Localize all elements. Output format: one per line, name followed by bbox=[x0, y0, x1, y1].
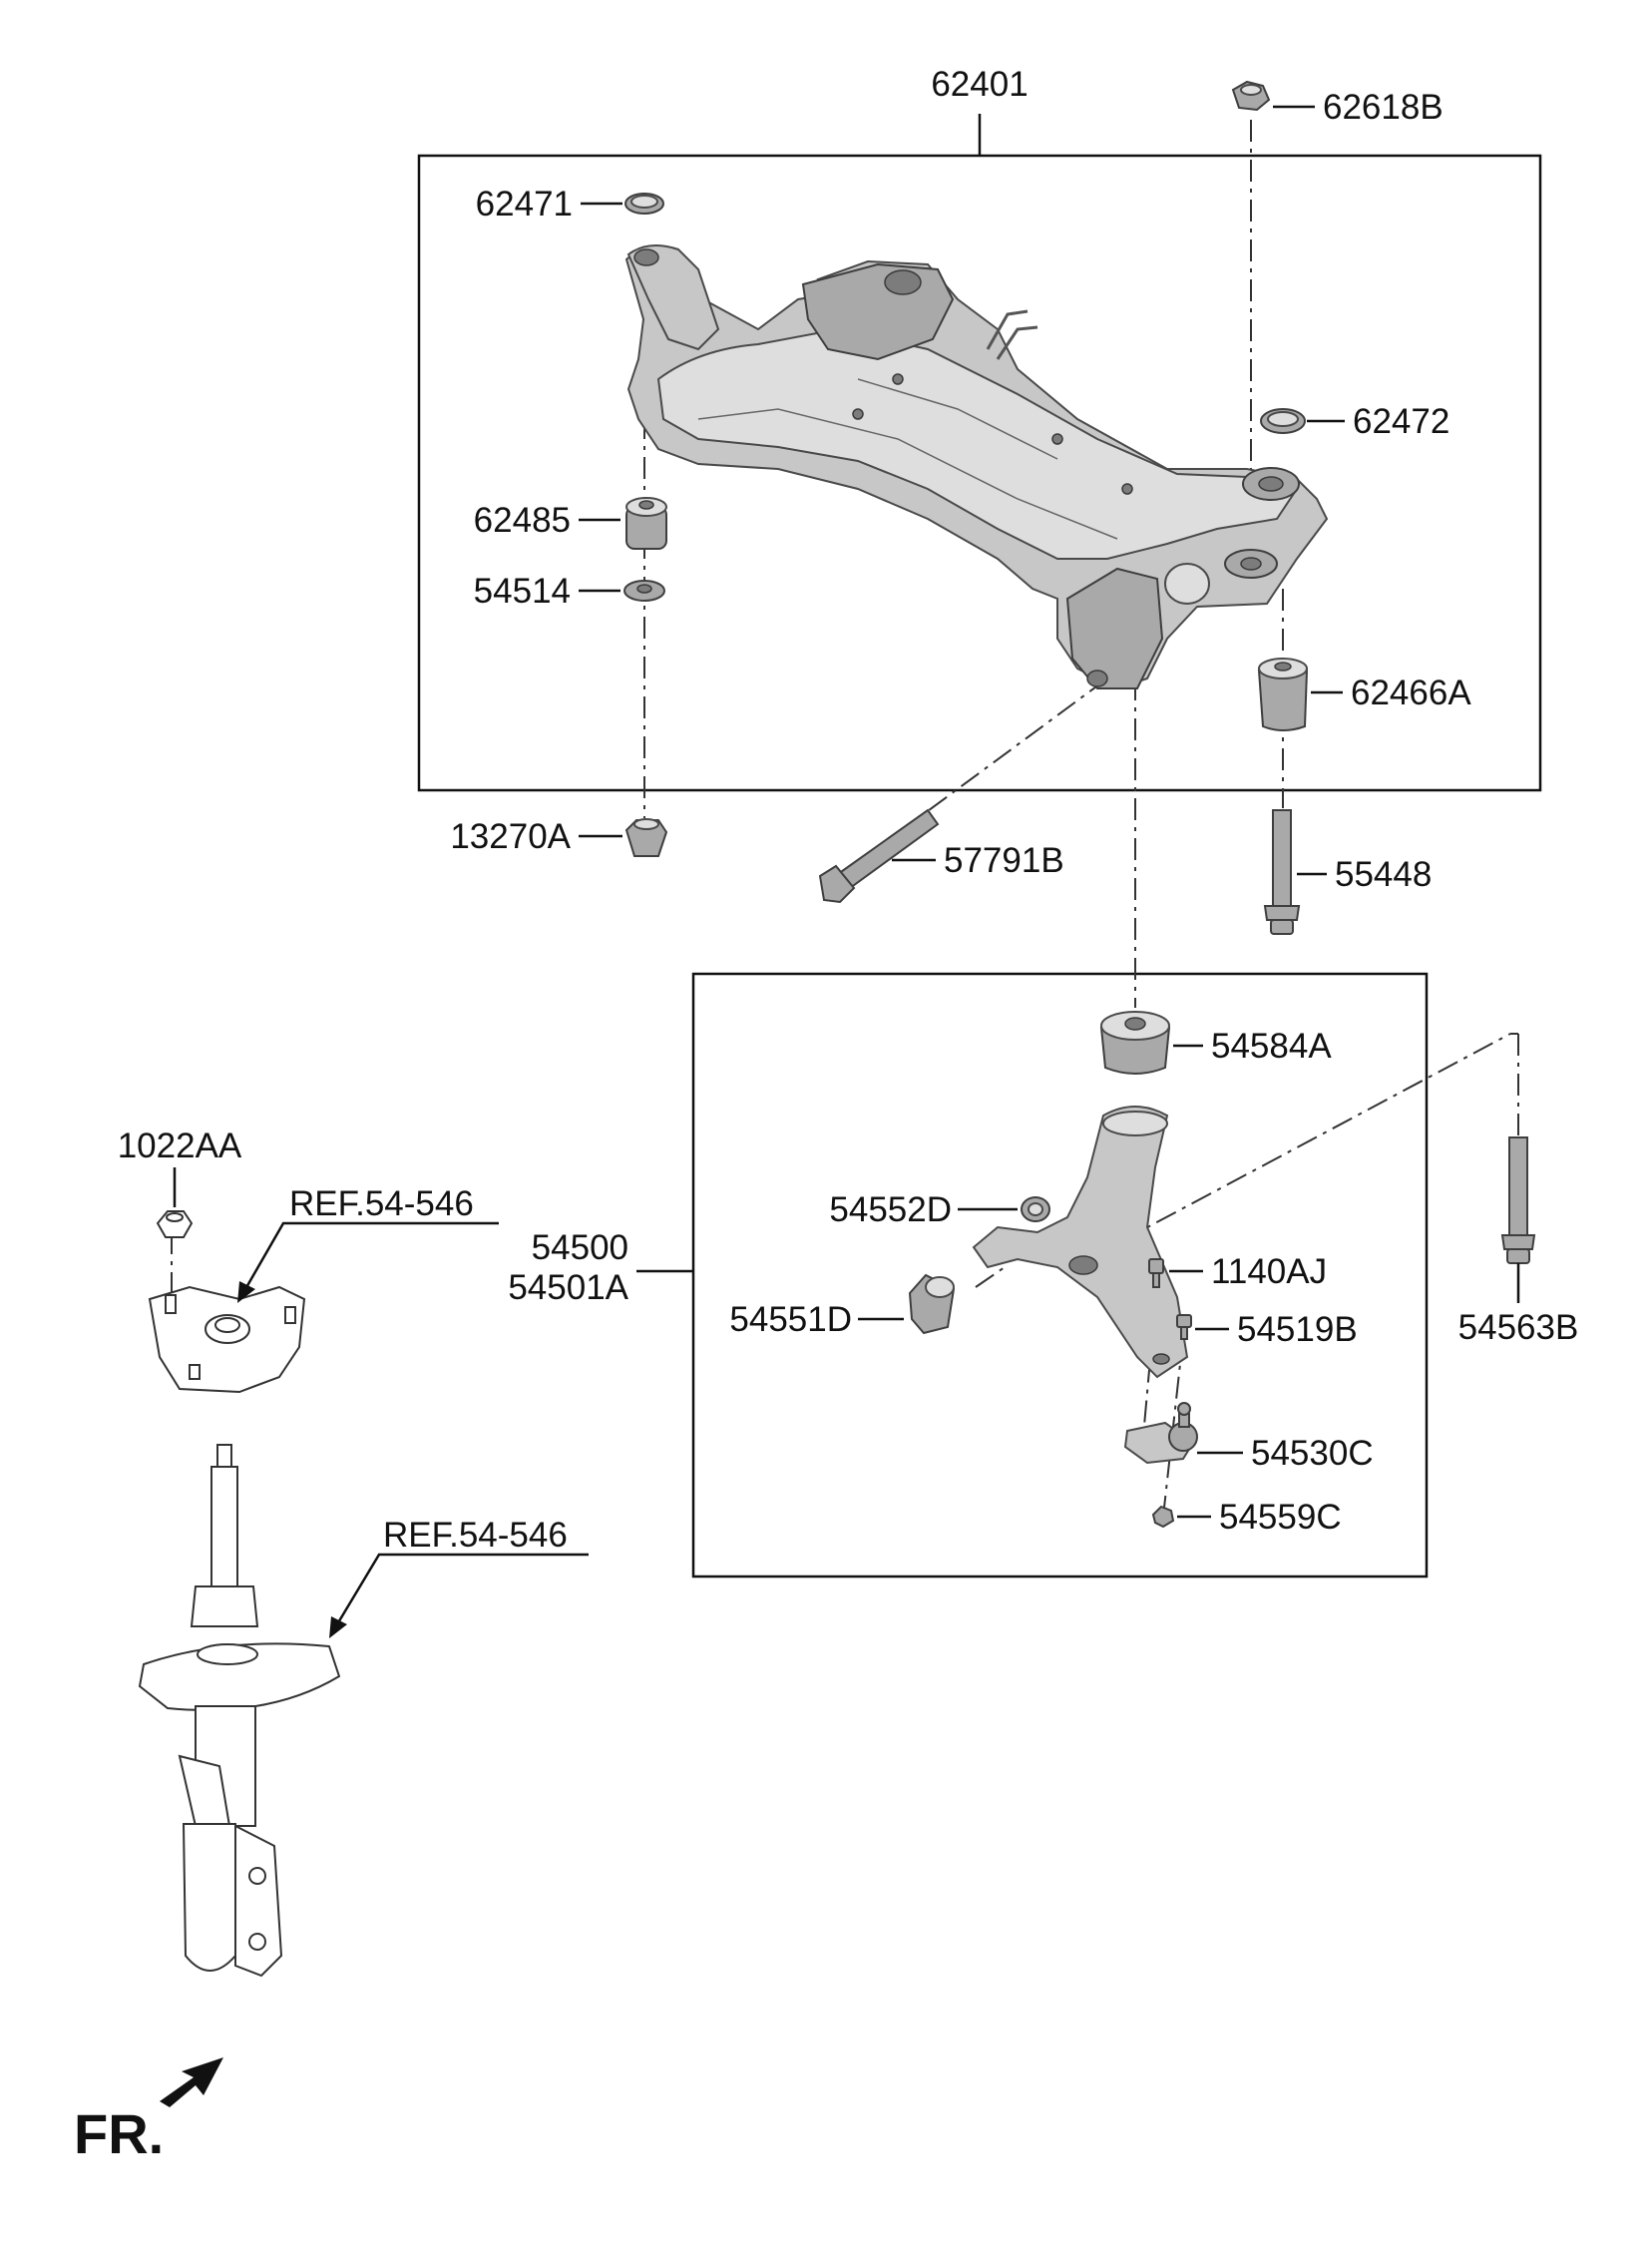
label-54552D: 54552D bbox=[829, 1190, 952, 1229]
label-1022AA: 1022AA bbox=[118, 1127, 242, 1165]
bolt-55448-icon bbox=[1263, 809, 1301, 935]
washer-62472-icon bbox=[1260, 408, 1306, 434]
nut-1022AA-icon bbox=[156, 1210, 194, 1238]
label-54559C: 54559C bbox=[1219, 1498, 1342, 1537]
label-1140AJ: 1140AJ bbox=[1211, 1252, 1327, 1291]
label-62401: 62401 bbox=[931, 65, 1028, 104]
bushing-54551D-icon bbox=[908, 1273, 956, 1335]
nut-54559C-icon bbox=[1151, 1505, 1175, 1529]
label-62485: 62485 bbox=[474, 501, 571, 540]
ring-54552D-icon bbox=[1021, 1196, 1050, 1222]
label-54519B: 54519B bbox=[1237, 1310, 1358, 1349]
label-55448: 55448 bbox=[1335, 855, 1432, 894]
label-54551D: 54551D bbox=[729, 1300, 852, 1339]
label-62466A: 62466A bbox=[1351, 674, 1471, 712]
nut-62618B-icon bbox=[1231, 80, 1271, 112]
label-54563B: 54563B bbox=[1458, 1308, 1579, 1347]
axis-arm-front-bushing bbox=[975, 1264, 1009, 1288]
bolt-54519B-icon bbox=[1176, 1314, 1192, 1340]
bushing-62485-icon bbox=[625, 497, 667, 550]
label-ref-mount: REF.54-546 bbox=[289, 1184, 474, 1223]
axis-ball-joint-a bbox=[1142, 1280, 1158, 1438]
front-direction-arrow-icon bbox=[160, 2057, 223, 2107]
washer-54514-icon bbox=[623, 580, 665, 602]
label-54514: 54514 bbox=[474, 572, 571, 611]
strut-assembly-icon bbox=[138, 1444, 341, 1978]
label-13270A: 13270A bbox=[450, 817, 571, 856]
label-ref-strut: REF.54-546 bbox=[383, 1516, 568, 1555]
leader-ref-mount bbox=[243, 1221, 499, 1290]
lower-control-arm bbox=[972, 1106, 1189, 1379]
bolt-54563B-icon bbox=[1500, 1136, 1536, 1264]
arrow-ref-strut bbox=[329, 1616, 347, 1638]
bolt-57791B-icon bbox=[818, 808, 940, 904]
label-54530C: 54530C bbox=[1251, 1434, 1374, 1473]
label-62472: 62472 bbox=[1353, 402, 1449, 441]
label-54501A: 54501A bbox=[508, 1268, 628, 1307]
front-crossmember bbox=[624, 244, 1329, 690]
nut-13270A-icon bbox=[624, 818, 668, 857]
leader-ref-strut bbox=[335, 1553, 589, 1625]
strut-mount-icon bbox=[148, 1285, 306, 1394]
axis-arm-rear-bolt bbox=[1120, 1033, 1511, 1242]
bushing-54584A-icon bbox=[1099, 1011, 1171, 1075]
arrow-ref-mount bbox=[237, 1281, 255, 1303]
bolt-1140AJ-icon bbox=[1148, 1258, 1164, 1288]
label-62618B: 62618B bbox=[1323, 88, 1444, 127]
bushing-62466A-icon bbox=[1257, 658, 1309, 731]
axis-arm-bolt bbox=[897, 677, 1108, 834]
lower-arm-group-box bbox=[691, 972, 1429, 1578]
label-54500: 54500 bbox=[532, 1228, 628, 1267]
washer-62471-icon bbox=[624, 193, 664, 215]
label-57791B: 57791B bbox=[944, 841, 1064, 880]
front-direction-label: FR. bbox=[74, 2102, 164, 2165]
label-54584A: 54584A bbox=[1211, 1027, 1332, 1066]
ball-joint-54530C-icon bbox=[1123, 1402, 1198, 1465]
label-62471: 62471 bbox=[476, 185, 573, 224]
